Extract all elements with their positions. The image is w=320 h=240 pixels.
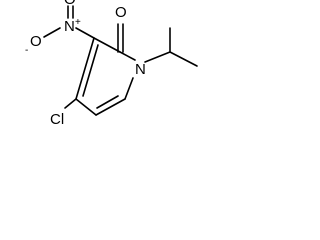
atom-ring-nitrogen: N: [135, 61, 146, 78]
bond-c2-n1: [119, 51, 136, 61]
bond-n1-ch: [144, 51, 171, 63]
atom-nitro-oxygen-right: O: [64, 0, 76, 8]
charge-nitro-oxygen-left: -: [25, 45, 28, 56]
atom-carbonyl-oxygen: O: [115, 4, 127, 21]
bond-c6-c5-inner: [96, 95, 119, 109]
bonds: [43, 5, 198, 116]
bond-c3-c2: [93, 37, 121, 53]
bond-c4-c3-inner: [82, 44, 99, 97]
charge-nitro-nitrogen: +: [75, 17, 81, 28]
atom-chlorine: Cl: [50, 111, 64, 128]
bond-nno2-ominus: [43, 27, 61, 38]
atom-nitro-nitrogen: N: [64, 18, 75, 35]
bond-c4-cl: [64, 98, 77, 109]
bond-ch-me1: [169, 51, 198, 67]
chemical-structure-diagram: O N + O O - N Cl: [25, 0, 198, 128]
bond-c4-c3: [75, 37, 95, 100]
atom-nitro-oxygen-left: O: [30, 33, 42, 50]
bond-n1-c6: [124, 77, 134, 100]
bond-c6-c5: [95, 98, 126, 116]
atom-labels: O N + O O - N Cl: [25, 0, 146, 128]
bond-c5-c4: [75, 98, 97, 116]
bond-c3-nno2: [75, 27, 95, 39]
